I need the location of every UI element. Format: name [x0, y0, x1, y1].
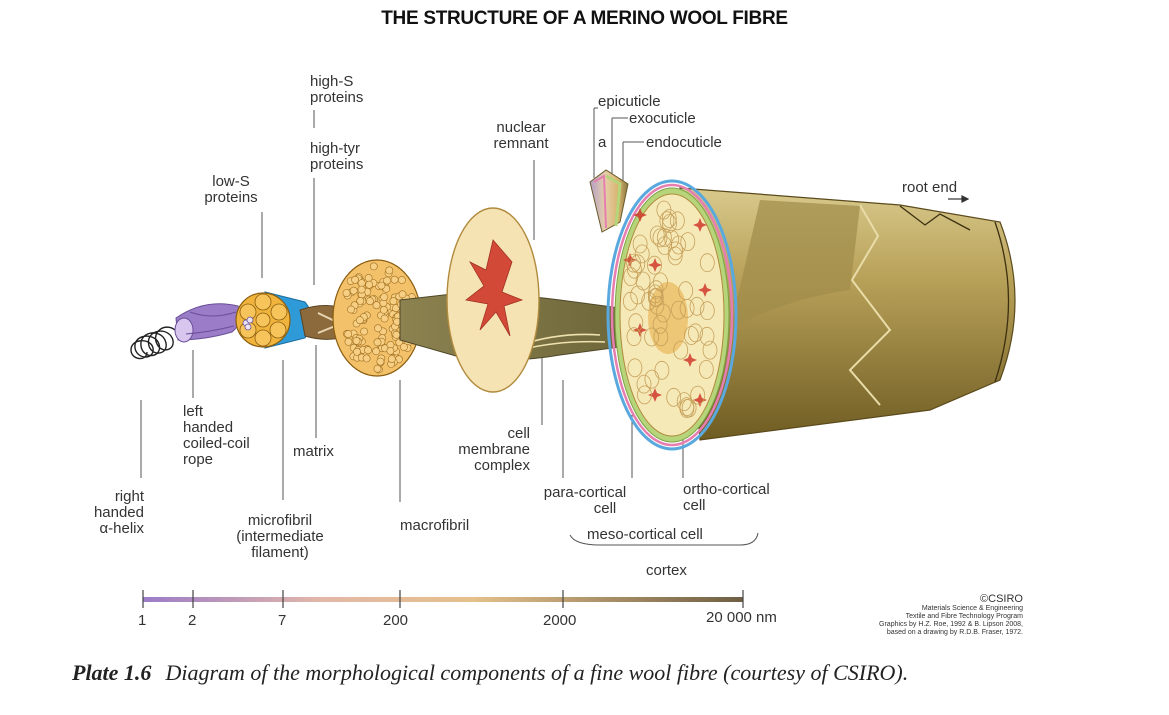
scale-tick-label: 20 000 nm: [706, 609, 777, 626]
alpha-helix: [131, 327, 175, 358]
microfibril: [236, 292, 312, 348]
credit-line: Graphics by H.Z. Roe, 1992 & B. Lipson 2…: [879, 621, 1023, 629]
caption-text: Diagram of the morphological components …: [165, 660, 908, 685]
label-a: a: [598, 135, 606, 151]
label-macrofibril: macrofibril: [400, 518, 469, 534]
fibre-body: [590, 170, 1015, 449]
label-meso-cortical-cell: meso-cortical cell: [587, 527, 703, 543]
label-right-handed-alpha-helix: right handed α-helix: [60, 489, 144, 537]
root-end-arrow: [948, 196, 968, 202]
scale-tick-label: 1: [138, 612, 146, 629]
label-endocuticle: endocuticle: [646, 135, 722, 151]
scale-tick-label: 200: [383, 612, 408, 629]
label-para-cortical-cell: para-cortical cell: [531, 485, 639, 517]
label-matrix: matrix: [293, 444, 334, 460]
label-low-s-proteins: low-Sproteins: [196, 174, 266, 206]
label-exocuticle: exocuticle: [629, 111, 696, 127]
label-cell-membrane-complex: cell membrane complex: [430, 426, 530, 474]
label-nuclear-remnant: nuclearremnant: [485, 120, 557, 152]
scale-tick-label: 2000: [543, 612, 576, 629]
credit-line: Materials Science & Engineering: [879, 605, 1023, 613]
label-high-tyr-proteins: high-tyrproteins: [310, 141, 363, 173]
scale-tick-label: 7: [278, 612, 286, 629]
credit-line: based on a drawing by R.D.B. Fraser, 197…: [879, 629, 1023, 637]
label-ortho-cortical-cell: ortho-cortical cell: [683, 482, 770, 514]
size-scale-bar: [143, 590, 743, 608]
copyright-notice: ©CSIRO: [879, 593, 1023, 605]
label-high-s-proteins: high-Sproteins: [310, 74, 363, 106]
plate-number: Plate 1.6: [72, 660, 151, 685]
credit-line: Textile and Fibre Technology Program: [879, 613, 1023, 621]
label-root-end: root end: [902, 180, 957, 196]
label-cortex: cortex: [646, 563, 687, 579]
scale-tick-label: 2: [188, 612, 196, 629]
csiro-credit: ©CSIRO Materials Science & Engineering T…: [879, 593, 1023, 637]
figure-caption: Plate 1.6 Diagram of the morphological co…: [72, 660, 908, 686]
label-left-handed-coiled-coil-rope: left handed coiled-coil rope: [183, 404, 250, 468]
label-epicuticle: epicuticle: [598, 94, 661, 110]
label-microfibril: microfibril (intermediate filament): [220, 513, 340, 561]
